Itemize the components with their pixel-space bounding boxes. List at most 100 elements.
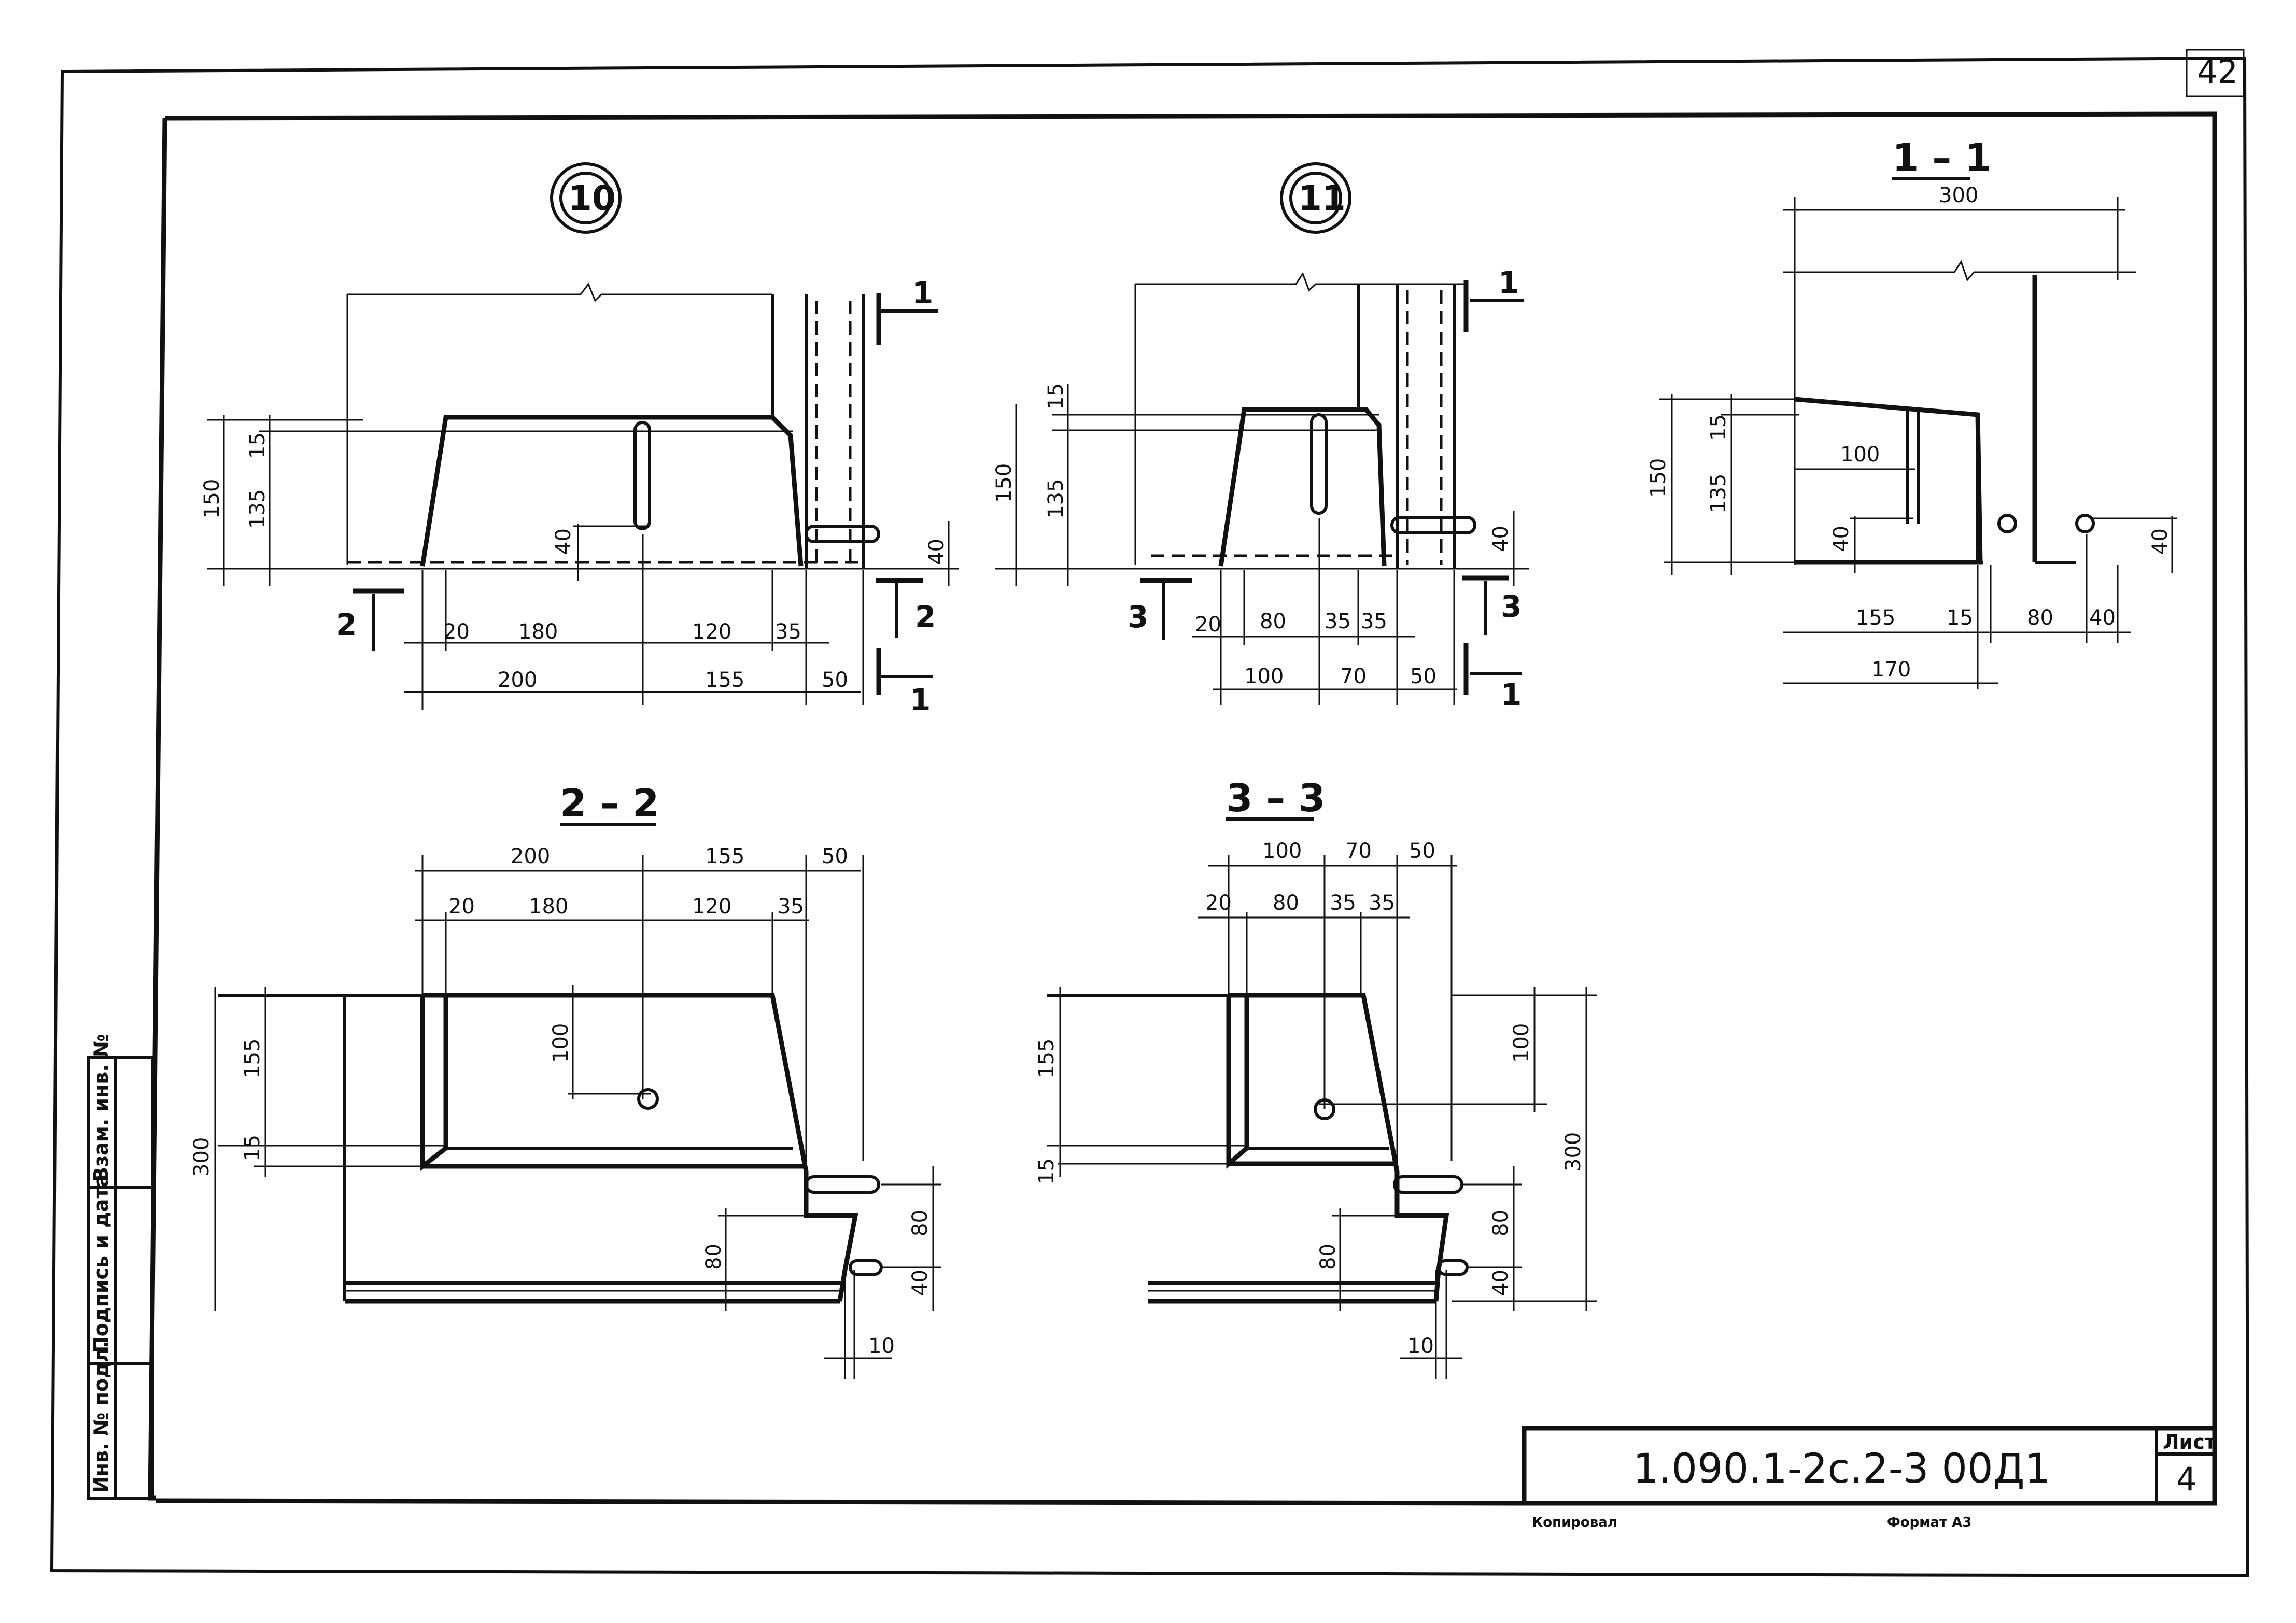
- section-1-1-dim-170: 170: [1871, 658, 1911, 682]
- section-3-3-dim-10: 10: [1407, 1334, 1434, 1358]
- detail-10-dim-150: 150: [200, 479, 224, 518]
- detail-11-wall-line: [1135, 272, 1467, 292]
- detail-10-dim-15: 15: [246, 432, 270, 459]
- section-2-2-dim-155: 155: [705, 844, 744, 868]
- section-2-2-dim-80b: 80: [908, 1210, 932, 1236]
- section-1-1-dim-15: 15: [1707, 414, 1730, 441]
- section-1-1-dim-80: 80: [2027, 606, 2053, 630]
- section-1-1-dim-40: 40: [1829, 526, 1853, 552]
- detail-11-marker-inner: [1289, 172, 1342, 224]
- detail-10-bolt: [805, 525, 880, 543]
- detail-11-rod: [1310, 413, 1328, 515]
- detail-10-dim-20: 20: [443, 620, 470, 644]
- section-2-2-pocket: [420, 995, 448, 1172]
- section-3-3-dim-100v: 100: [1510, 1023, 1533, 1063]
- section-1-1-dim-135: 135: [1707, 474, 1730, 513]
- detail-10-marker-label: 10: [568, 178, 616, 218]
- detail-11-cut-top-label: 1: [1498, 265, 1519, 300]
- detail-11: 11 15 150 135 40 20 80 35 35 100 7: [992, 162, 1529, 712]
- detail-10-dim-120: 120: [692, 620, 731, 644]
- detail-10-cut-left-label: 2: [336, 607, 357, 642]
- side-stamp-col2: Подпись и дата: [90, 1174, 112, 1353]
- section-3-3-dim-80b: 80: [1489, 1210, 1513, 1236]
- detail-11-dim-80: 80: [1260, 610, 1286, 633]
- section-2-2-dim-155v: 155: [241, 1039, 264, 1078]
- detail-10-wall-line: [347, 282, 772, 302]
- section-1-1-title: 1 – 1: [1892, 136, 1992, 180]
- section-3-3-dim-80a: 80: [1316, 1244, 1340, 1270]
- detail-11-marker-outer: [1280, 162, 1351, 234]
- title-block-sheet-label: Лист: [2163, 1431, 2216, 1453]
- detail-10-dim-35: 35: [775, 620, 801, 644]
- detail-11-dim-15: 15: [1044, 383, 1068, 410]
- section-2-2-dim-100: 100: [549, 1023, 573, 1063]
- section-1-1-dim-155: 155: [1856, 606, 1895, 630]
- section-2-2-dim-20: 20: [448, 895, 475, 919]
- section-2-2-title: 2 – 2: [560, 781, 659, 826]
- section-1-1-dim-15b: 15: [1947, 606, 1973, 630]
- section-1-1-break-line: [1783, 260, 2136, 281]
- section-2-2-dim-40: 40: [908, 1269, 932, 1296]
- section-3-3-dim-80: 80: [1273, 891, 1299, 915]
- detail-10-dim-155: 155: [705, 668, 744, 692]
- detail-11-body: [1218, 407, 1387, 567]
- detail-11-bolt: [1390, 516, 1476, 534]
- section-2-2-dim-300v: 300: [190, 1137, 214, 1177]
- section-1-1-dim-40b: 40: [2089, 606, 2116, 630]
- section-2-2-dim-50: 50: [822, 844, 848, 868]
- detail-11-dim-135: 135: [1044, 479, 1068, 518]
- section-1-1-body: [1794, 397, 1983, 565]
- detail-10-dim-50: 50: [822, 668, 848, 692]
- side-stamp-col3: Взам. инв. №: [90, 1034, 112, 1182]
- detail-11-dim-35b: 35: [1361, 610, 1387, 633]
- section-2-2-dim-120: 120: [692, 895, 731, 919]
- detail-10-cut-bot-label: 1: [910, 682, 931, 717]
- detail-10-dim-200: 200: [498, 668, 537, 692]
- title-block: 1.090.1-2с.2-3 00Д1 Лист 4 Копировал Фор…: [1522, 1426, 2217, 1530]
- outer-border: [50, 56, 2250, 1578]
- title-block-code: 1.090.1-2с.2-3 00Д1: [1633, 1446, 2050, 1492]
- inner-frame: [148, 111, 2217, 1503]
- section-3-3-dim-15v: 15: [1035, 1158, 1059, 1184]
- section-3-3-dim-70: 70: [1345, 839, 1372, 863]
- side-stamp-col1: Инв. № подл.: [90, 1340, 112, 1493]
- detail-10-marker-inner: [559, 172, 612, 224]
- detail-11-cut-left-label: 3: [1128, 599, 1148, 634]
- detail-11-dim-150: 150: [992, 463, 1016, 503]
- title-block-sheet-number: 4: [2176, 1460, 2196, 1498]
- section-2-2-bolt-top: [805, 1175, 880, 1194]
- detail-11-dim-70: 70: [1340, 665, 1367, 688]
- page-number: 42: [2197, 53, 2238, 91]
- section-3-3-pocket: [1226, 995, 1249, 1169]
- section-3-3-dim-35a: 35: [1330, 891, 1356, 915]
- title-block-frame: [1522, 1426, 2217, 1506]
- section-1-1: 1 – 1 300 150 15 135 100 40 40: [1646, 136, 2177, 689]
- section-2-2-dim-35: 35: [778, 895, 804, 919]
- section-3-3-dim-40: 40: [1489, 1269, 1513, 1296]
- detail-11-marker-label: 11: [1298, 178, 1346, 218]
- section-3-3-title: 3 – 3: [1226, 776, 1326, 821]
- section-3-3-dim-155v: 155: [1035, 1039, 1059, 1078]
- section-3-3-dim-100: 100: [1262, 839, 1302, 863]
- detail-10: 10 150 15 135 40 40 20: [200, 162, 959, 717]
- detail-10-dim-40a: 40: [552, 528, 575, 555]
- side-stamp: Инв. № подл. Подпись и дата Взам. инв. №: [87, 1034, 154, 1500]
- detail-10-dim-135: 135: [246, 489, 270, 529]
- section-3-3-bolt-top: [1393, 1175, 1463, 1194]
- section-2-2-dim-80a: 80: [702, 1244, 726, 1270]
- detail-11-dim-50: 50: [1410, 665, 1436, 688]
- section-2-2-hole: [637, 1088, 659, 1110]
- section-1-1-dim-150: 150: [1646, 458, 1670, 498]
- section-2-2-dim-15v: 15: [241, 1135, 264, 1161]
- detail-10-cut-right-label: 2: [915, 599, 936, 634]
- detail-10-rod: [633, 421, 651, 530]
- section-2-2-dim-10: 10: [868, 1334, 895, 1358]
- section-1-1-dim-100-label: 100: [1840, 443, 1880, 467]
- detail-11-dim-35a: 35: [1325, 610, 1351, 633]
- page-number-box: [2186, 49, 2245, 97]
- section-3-3-dim-300v: 300: [1561, 1132, 1585, 1172]
- detail-10-cut-top-label: 1: [912, 275, 933, 311]
- detail-10-dim-40b: 40: [925, 539, 949, 565]
- section-1-1-dim-300-label: 300: [1939, 184, 1978, 207]
